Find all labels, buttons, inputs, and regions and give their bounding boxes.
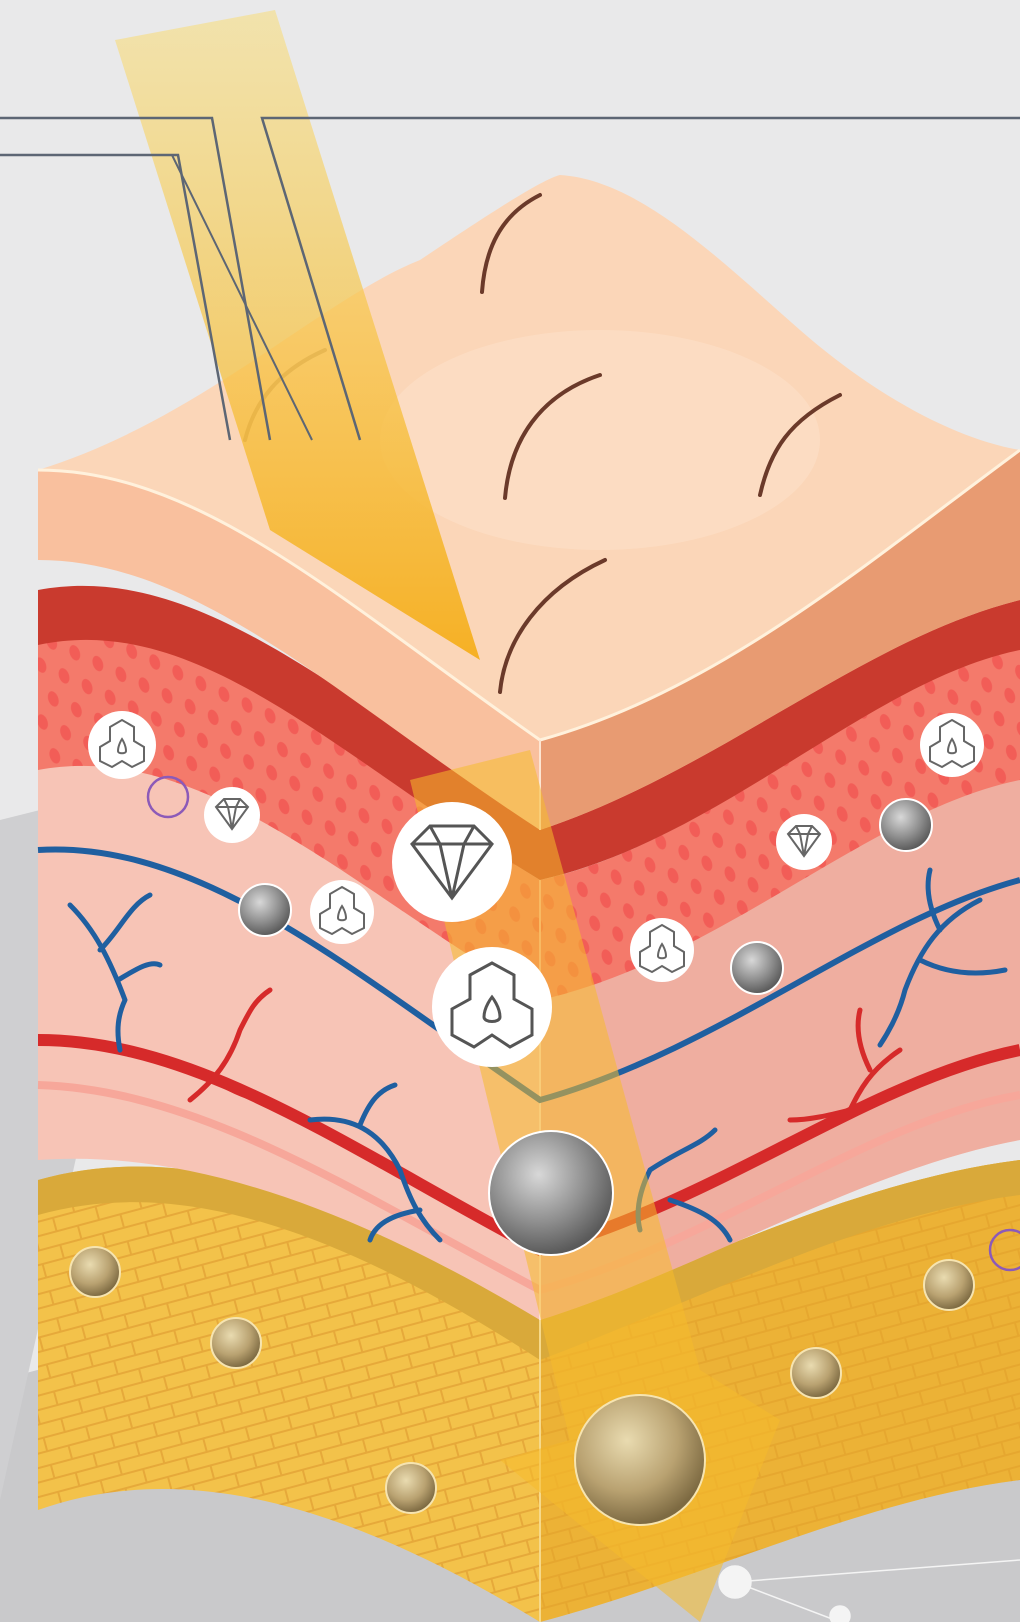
fat-cell-sphere [791,1348,841,1398]
cell-sphere [731,942,783,994]
molecule-marker [630,918,694,982]
molecule-marker [920,713,984,777]
fat-cell-sphere [211,1318,261,1368]
fat-cell-sphere-large [575,1395,705,1525]
molecule-marker [310,880,374,944]
diamond-marker [776,814,832,870]
cell-sphere [239,884,291,936]
fat-cell-sphere [386,1463,436,1513]
cell-sphere [880,799,932,851]
cell-sphere-large [489,1131,613,1255]
molecule-marker [88,711,156,779]
molecule-marker-large [432,947,552,1067]
diamond-marker-large [392,802,512,922]
diamond-marker [204,787,260,843]
fat-cell-sphere [924,1260,974,1310]
fat-cell-sphere [70,1247,120,1297]
